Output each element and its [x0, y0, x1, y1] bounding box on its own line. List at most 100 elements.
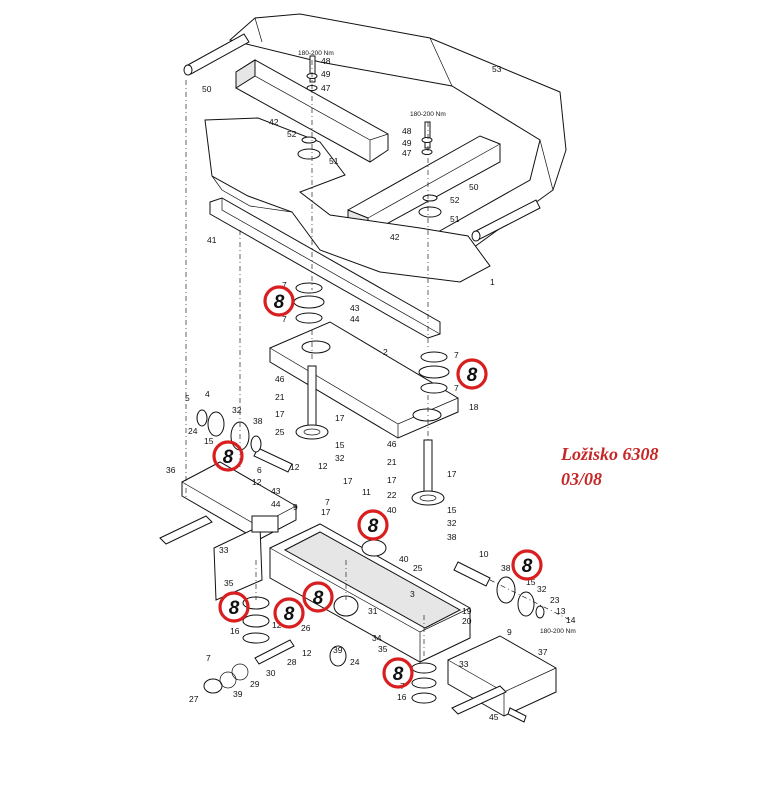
torque-label: 180-200 Nm	[410, 111, 446, 118]
part-number-label: 15	[526, 577, 536, 587]
part-number-label: 42	[269, 117, 279, 127]
torque-label: 180-200 Nm	[540, 628, 576, 635]
part-number-label: 53	[492, 64, 502, 74]
bearing-marker-8: 8	[382, 657, 414, 689]
part-number-label: 51	[329, 156, 339, 166]
part-number-label: 50	[469, 182, 479, 192]
part-number-label: 47	[321, 83, 331, 93]
frame-37	[447, 635, 557, 717]
note-date: 03/08	[561, 469, 602, 489]
part-number-label: 35	[224, 578, 234, 588]
part-number-label: 51	[450, 214, 460, 224]
bearing-marker-8: 8	[263, 285, 295, 317]
marker-number: 8	[522, 556, 533, 577]
marker-number: 8	[313, 588, 324, 609]
part-number-label: 9	[293, 502, 298, 512]
part-number-label: 21	[275, 392, 285, 402]
bearing-marker-8: 8	[357, 509, 389, 541]
part-number-label: 15	[335, 440, 345, 450]
part-number-label: 46	[387, 439, 397, 449]
angle-bar-41	[209, 197, 441, 339]
part-number-label: 43	[350, 303, 360, 313]
part-number-label: 24	[350, 657, 360, 667]
note-bearing-type: Ložisko 6308	[560, 444, 659, 464]
part-number-label: 16	[397, 692, 407, 702]
part-number-label: 12	[272, 620, 282, 630]
part-number-label: 16	[230, 626, 240, 636]
part-number-label: 15	[447, 505, 457, 515]
lower-right-bearings	[411, 662, 527, 723]
part-number-label: 26	[301, 623, 311, 633]
bearing-marker-8: 8	[273, 597, 305, 629]
part-number-label: 30	[266, 668, 276, 678]
part-number-label: 28	[287, 657, 297, 667]
bearing-note: Ložisko 6308 03/08	[560, 444, 659, 489]
part-number-label: 52	[450, 195, 460, 205]
part-number-label: 15	[204, 436, 214, 446]
right-rod	[471, 199, 541, 242]
part-number-label: 12	[302, 648, 312, 658]
part-number-label: 48	[402, 126, 412, 136]
part-number-label: 36	[166, 465, 176, 475]
part-number-label: 4	[205, 389, 210, 399]
marker-ring	[218, 591, 250, 623]
part-number-label: 2	[383, 347, 388, 357]
part-number-label: 17	[343, 476, 353, 486]
part-number-label: 23	[550, 595, 560, 605]
part-number-label: 49	[402, 138, 412, 148]
part-number-label: 6	[257, 465, 262, 475]
part-number-label: 38	[447, 532, 457, 542]
part-number-label: 35	[378, 644, 388, 654]
marker-ring	[357, 509, 389, 541]
part-number-label: 12	[318, 461, 328, 471]
gearbox-housing-3	[269, 523, 471, 663]
part-number-label: 25	[413, 563, 423, 573]
part-number-label: 32	[335, 453, 345, 463]
marker-number: 8	[223, 447, 234, 468]
part-number-label: 3	[410, 589, 415, 599]
part-number-label: 7	[325, 497, 330, 507]
part-number-label: 42	[390, 232, 400, 242]
part-number-label: 20	[462, 616, 472, 626]
part-number-label: 44	[271, 499, 281, 509]
part-number-label: 12	[252, 477, 262, 487]
part-number-label: 32	[232, 405, 242, 415]
part-number-label: 17	[321, 507, 331, 517]
marker-ring	[302, 581, 334, 613]
part-number-label: 7	[282, 280, 287, 290]
part-number-label: 11	[362, 487, 371, 497]
part-number-label: 25	[275, 427, 285, 437]
gear-plate-2	[269, 321, 459, 439]
bearing-marker-8: 8	[456, 358, 488, 390]
part-number-label: 1	[490, 277, 495, 287]
marker-ring	[382, 657, 414, 689]
part-number-label: 46	[275, 374, 285, 384]
part-number-label: 52	[287, 129, 297, 139]
part-number-label: 47	[402, 148, 412, 158]
upper-shaft-assembly	[295, 365, 445, 506]
part-number-label: 40	[399, 554, 409, 564]
part-number-label: 9	[507, 627, 512, 637]
marker-ring	[273, 597, 305, 629]
part-number-label: 33	[459, 659, 469, 669]
part-number-label: 7	[454, 350, 459, 360]
assembly-lines	[185, 60, 571, 660]
marker-ring	[263, 285, 295, 317]
marker-ring	[456, 358, 488, 390]
part-number-label: 18	[469, 402, 479, 412]
part-number-label: 39	[233, 689, 243, 699]
part-number-label: 38	[501, 563, 511, 573]
part-number-label: 34	[372, 633, 382, 643]
part-number-label: 40	[387, 505, 397, 515]
part-number-label: 19	[462, 606, 472, 616]
curved-plate-1	[204, 117, 491, 283]
marker-number: 8	[284, 604, 295, 625]
marker-ring	[212, 440, 244, 472]
part-number-label: 14	[566, 615, 576, 625]
part-number-label: 27	[189, 694, 199, 704]
part-number-label: 50	[202, 84, 212, 94]
